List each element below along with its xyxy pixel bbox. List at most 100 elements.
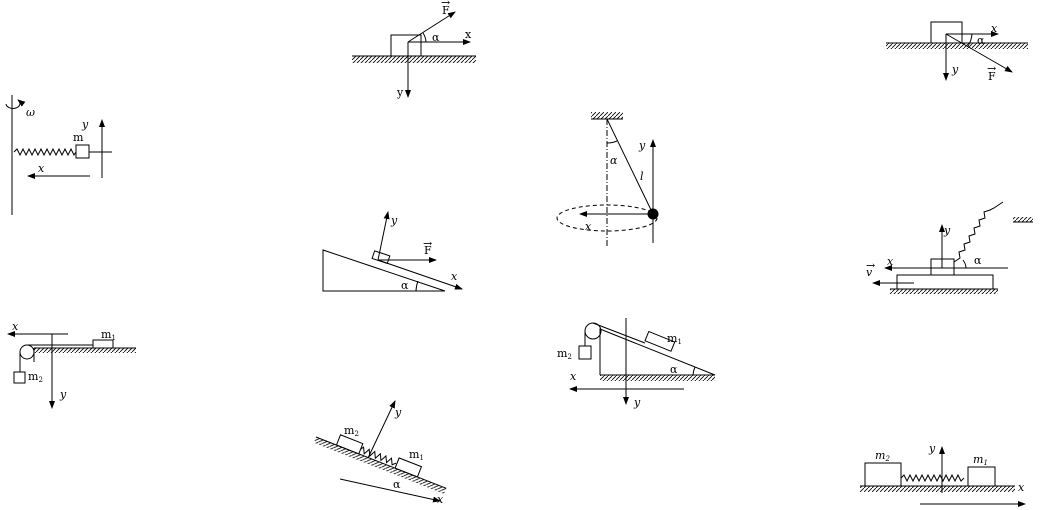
x-label: x — [12, 320, 19, 333]
x-axis-arrow — [339, 478, 441, 503]
rotation-arrow — [5, 99, 26, 109]
force-vector-accent: → — [987, 62, 996, 75]
y-label: y — [943, 224, 951, 237]
mass-m1-block — [92, 339, 114, 349]
diagram-rotating-spring — [5, 95, 112, 215]
y-label: y — [928, 442, 936, 455]
incline-surface — [315, 436, 447, 489]
m2-label: m2 — [344, 424, 359, 438]
x-label: x — [570, 370, 577, 383]
spring — [360, 446, 397, 466]
x-label: x — [437, 493, 444, 506]
mass-m1-block — [644, 330, 676, 352]
m1-label: m1 — [409, 448, 424, 462]
x-axis-arrow — [377, 259, 463, 290]
x-label: x — [38, 162, 45, 175]
alpha-label: α — [670, 363, 678, 376]
y-label: y — [59, 388, 67, 401]
string — [606, 118, 654, 215]
y-label: y — [638, 139, 646, 152]
angle-arc — [422, 32, 427, 43]
force-vector-accent: → — [423, 237, 432, 250]
incline — [322, 249, 446, 292]
angle-arc — [415, 280, 419, 292]
y-axis-arrow — [367, 400, 396, 459]
y-label: y — [633, 396, 641, 409]
block — [371, 250, 391, 265]
block — [390, 34, 422, 57]
m1-label: m1 — [101, 328, 116, 342]
x-label: x — [1018, 481, 1025, 494]
force-vector-accent: → — [441, 0, 450, 9]
floor-hatch — [352, 56, 476, 63]
y-label: y — [390, 214, 398, 227]
alpha-label: α — [977, 34, 985, 47]
x-label: x — [991, 22, 998, 35]
mass-label: m — [73, 131, 84, 144]
ground-hatch — [890, 289, 998, 294]
diagram-force-downward — [886, 21, 1028, 81]
x-label: x — [465, 28, 472, 41]
floor-hatch — [886, 43, 1028, 49]
m2-label: m2 — [557, 347, 572, 361]
m1-label: m1 — [667, 332, 682, 346]
diagram-conical-pendulum — [556, 112, 659, 248]
diagram-incline-force — [322, 211, 463, 292]
velocity-label: v — [866, 266, 873, 279]
force-label: F — [424, 244, 432, 257]
diagram-table-pulley — [7, 331, 136, 409]
y-label: y — [81, 118, 89, 131]
force-label: F — [442, 4, 450, 17]
force-label: F — [988, 70, 996, 83]
base-hatch — [600, 375, 715, 381]
alpha-label: α — [610, 154, 618, 167]
mass-m1-block — [967, 466, 996, 487]
string-incline — [592, 322, 646, 344]
diagram-incline-two-masses — [313, 400, 447, 503]
mass-m2-block — [578, 345, 592, 360]
mass-m2-block — [13, 371, 26, 384]
incline-hatch — [313, 437, 447, 494]
alpha-label: α — [393, 478, 401, 491]
x-label: x — [451, 270, 458, 283]
angle-arc — [967, 33, 973, 47]
angle-arc — [962, 259, 967, 269]
table-hatch — [34, 348, 136, 353]
y-label: y — [951, 63, 959, 76]
angle-arc — [692, 366, 696, 376]
diagram-force-upward — [352, 11, 476, 98]
m2-label: m2 — [28, 370, 43, 384]
y-axis-arrow — [377, 211, 390, 261]
force-arrow — [945, 33, 1013, 73]
mass-m2-block — [864, 462, 902, 487]
diagram-horizontal-two-masses — [860, 446, 1026, 507]
y-label: y — [394, 406, 402, 419]
angle-arc — [606, 140, 618, 144]
wall-hatch — [1013, 217, 1033, 222]
m1-label: m1 — [973, 453, 988, 467]
alpha-label: α — [974, 254, 982, 267]
spring — [13, 147, 77, 157]
cart — [896, 274, 994, 290]
incline — [599, 328, 716, 376]
omega-label: ω — [26, 106, 35, 119]
x-label: x — [887, 255, 894, 268]
velocity-vector-accent: → — [866, 259, 875, 272]
x-label: x — [585, 220, 592, 233]
mass-m1-block — [394, 457, 423, 478]
force-arrow — [407, 11, 456, 43]
alpha-label: α — [432, 31, 440, 44]
y-label: y — [396, 86, 404, 99]
length-label: l — [640, 170, 644, 183]
pulley — [19, 344, 35, 360]
mass-block — [75, 144, 90, 159]
circular-path — [556, 204, 658, 232]
m2-label: m2 — [875, 449, 890, 463]
spring — [900, 473, 965, 483]
floor-hatch — [860, 486, 1015, 492]
diagram-cart-spring — [872, 201, 1033, 294]
spring — [953, 201, 1004, 263]
diagram-incline-pulley — [569, 318, 716, 405]
ceiling-hatch — [591, 112, 623, 119]
